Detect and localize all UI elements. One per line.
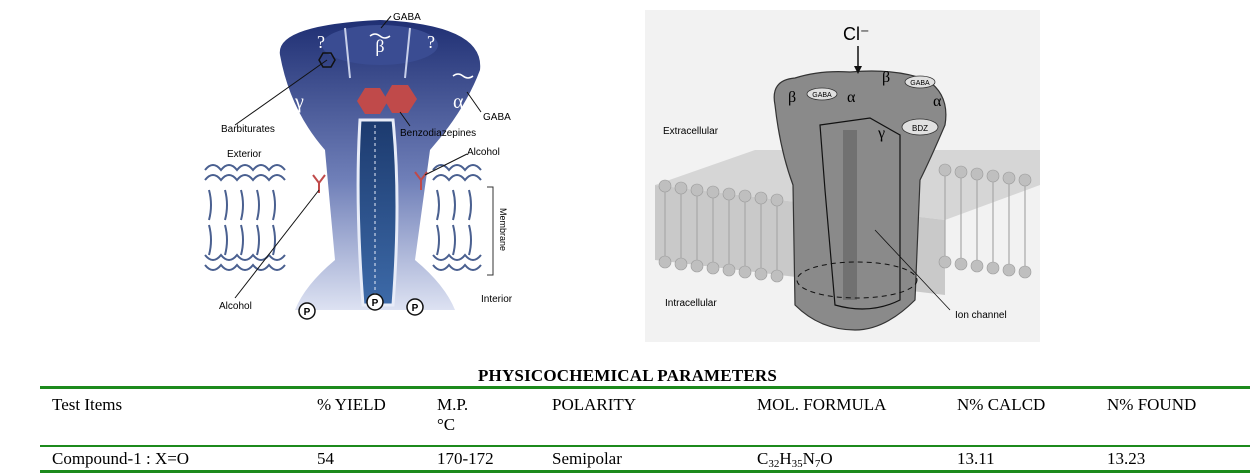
question-label-1: ?	[317, 32, 325, 52]
extracellular-label: Extracellular	[663, 126, 719, 137]
intracellular-label: Intracellular	[665, 298, 717, 309]
benzodiazepine-site-2	[384, 85, 417, 113]
beta-right-label: β	[882, 69, 890, 86]
question-label-2: ?	[427, 32, 435, 52]
benzodiazepine-site-1	[357, 88, 388, 114]
beta-left-label: β	[788, 89, 796, 106]
cell-formula: C32H35N7O	[757, 449, 833, 470]
table-row: Compound-1 : X=O 54 170-172 Semipolar C3…	[40, 446, 1250, 472]
alpha-left-label: α	[847, 89, 856, 106]
bdz-label: BDZ	[912, 124, 928, 133]
header-mp-unit: °C	[437, 415, 456, 434]
gaba-left-label: GABA	[812, 92, 832, 99]
table-header-row: Test Items % YIELD M.P. °C POLARITY MOL.…	[40, 387, 1250, 447]
gaba-right-label: GABA	[483, 112, 511, 123]
cell-test-item: Compound-1 : X=O	[52, 449, 190, 468]
membrane-lipids-right	[432, 164, 482, 271]
membrane-label: Membrane	[498, 208, 508, 251]
receptor-body	[773, 70, 947, 331]
gamma-label: γ	[877, 125, 885, 142]
table-title: PHYSICOCHEMICAL PARAMETERS	[477, 366, 778, 385]
chloride-label: Cl⁻	[843, 24, 870, 44]
phosphate-site-3: P	[406, 298, 424, 316]
cell-calcd: 13.11	[957, 449, 995, 468]
physicochemical-table: Test Items % YIELD M.P. °C POLARITY MOL.…	[40, 386, 1250, 473]
barbiturate-site	[318, 52, 336, 68]
header-yield: % YIELD	[317, 395, 386, 414]
gaba-receptor-figure: Membrane β ? ? γ α GABA GABA Barbiturate…	[204, 12, 513, 320]
interior-label: Interior	[481, 294, 513, 305]
header-polarity: POLARITY	[552, 395, 637, 414]
header-mp: M.P. °C	[437, 388, 552, 447]
alpha-right-label: α	[933, 93, 942, 110]
gaba-receptor-membrane-figure: Cl⁻ β GABA α β GABA α BDZ γ Extracellula…	[645, 10, 1040, 342]
ion-pore	[356, 118, 399, 307]
phosphate-site-1: P	[298, 302, 316, 320]
header-test-items: Test Items	[52, 395, 123, 414]
header-formula: MOL. FORMULA	[757, 395, 887, 414]
alcohol-site-left	[312, 174, 326, 193]
svg-text:P: P	[412, 303, 419, 314]
barbiturates-label: Barbiturates	[221, 124, 275, 135]
header-found: N% FOUND	[1107, 395, 1197, 414]
ion-channel-label: Ion channel	[955, 310, 1007, 321]
membrane-lipids-left	[204, 164, 286, 271]
benzodiazepines-label: Benzodiazepines	[400, 128, 476, 139]
cell-polarity: Semipolar	[552, 449, 622, 468]
header-calcd: N% CALCD	[957, 395, 1046, 414]
phosphate-site-2: P	[366, 293, 384, 311]
alpha-label: α	[453, 91, 464, 113]
gaba-right-label: GABA	[910, 80, 930, 87]
gaba-top-label: GABA	[393, 12, 421, 23]
gamma-label: γ	[294, 91, 304, 113]
cell-mp: 170-172	[437, 449, 494, 468]
alcohol-top-label: Alcohol	[467, 147, 500, 158]
header-mp-label: M.P.	[437, 395, 469, 414]
beta-label: β	[375, 36, 384, 56]
svg-text:P: P	[372, 298, 379, 309]
alcohol-bottom-label: Alcohol	[219, 301, 252, 312]
cell-yield: 54	[317, 449, 334, 468]
exterior-label: Exterior	[227, 149, 262, 160]
cell-found: 13.23	[1107, 449, 1146, 468]
svg-text:P: P	[304, 307, 311, 318]
membrane-bracket	[487, 186, 494, 276]
